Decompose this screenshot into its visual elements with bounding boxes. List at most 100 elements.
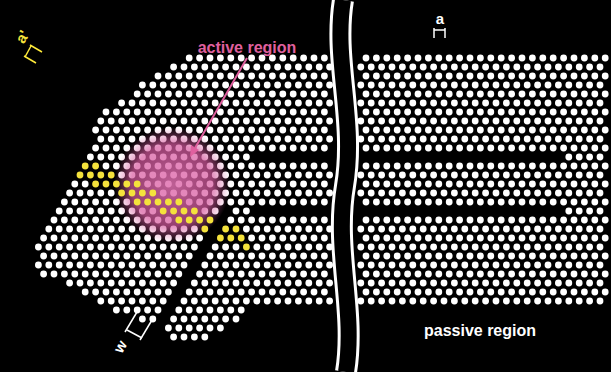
air-hole [425, 199, 432, 206]
air-hole [524, 64, 531, 71]
air-hole [129, 280, 136, 287]
air-hole [248, 163, 255, 170]
air-hole [217, 307, 224, 314]
air-hole [321, 289, 328, 296]
air-hole [446, 91, 453, 98]
air-hole [259, 109, 266, 116]
air-hole [399, 298, 406, 305]
air-hole [409, 172, 416, 179]
air-hole [430, 82, 437, 89]
air-hole [441, 136, 448, 143]
air-hole [56, 208, 63, 215]
air-hole [259, 253, 266, 260]
air-hole [482, 100, 489, 107]
arrow-head [190, 145, 199, 157]
air-hole [97, 208, 104, 215]
air-hole [529, 271, 536, 278]
air-hole [222, 136, 229, 143]
air-hole [295, 100, 302, 107]
air-hole [441, 82, 448, 89]
air-hole [238, 217, 245, 224]
air-hole [222, 298, 229, 305]
air-hole [311, 73, 318, 80]
air-hole [456, 91, 463, 98]
air-hole [430, 100, 437, 107]
air-hole [425, 55, 432, 62]
air-hole [61, 271, 68, 278]
air-hole [92, 199, 99, 206]
air-hole [227, 307, 234, 314]
air-hole [175, 73, 182, 80]
air-hole [565, 172, 572, 179]
air-hole [513, 100, 520, 107]
air-hole [524, 280, 531, 287]
air-hole [191, 244, 198, 251]
air-hole [493, 280, 500, 287]
air-hole [77, 262, 84, 269]
air-hole [602, 181, 609, 188]
air-hole [285, 190, 292, 197]
air-hole [383, 127, 390, 134]
air-hole [597, 82, 604, 89]
air-hole [253, 82, 260, 89]
air-hole [207, 253, 214, 260]
air-hole [576, 154, 583, 161]
air-hole [92, 127, 99, 134]
air-hole [446, 217, 453, 224]
air-hole [555, 172, 562, 179]
air-hole [394, 127, 401, 134]
air-hole [71, 271, 78, 278]
air-hole [134, 127, 141, 134]
air-hole [196, 127, 203, 134]
air-hole [279, 127, 286, 134]
air-hole [181, 208, 188, 215]
air-hole [586, 154, 593, 161]
air-hole [253, 100, 260, 107]
air-hole [534, 298, 541, 305]
air-hole [87, 154, 94, 161]
air-hole [477, 55, 484, 62]
air-hole [108, 172, 115, 179]
air-hole [363, 199, 370, 206]
air-hole [565, 100, 572, 107]
air-hole [467, 91, 474, 98]
air-hole [363, 181, 370, 188]
air-hole [415, 145, 422, 152]
air-hole [383, 73, 390, 80]
air-hole [269, 127, 276, 134]
air-hole [467, 271, 474, 278]
air-hole [482, 262, 489, 269]
air-hole [425, 163, 432, 170]
air-hole [51, 217, 58, 224]
air-hole [383, 163, 390, 170]
air-hole [238, 235, 245, 242]
air-hole [576, 280, 583, 287]
air-hole [441, 280, 448, 287]
air-hole [399, 226, 406, 233]
air-hole [513, 118, 520, 125]
air-hole [482, 226, 489, 233]
air-hole [259, 163, 266, 170]
yellow-holes [77, 163, 250, 251]
air-hole [524, 100, 531, 107]
air-hole [66, 280, 73, 287]
air-hole [555, 82, 562, 89]
air-hole [508, 199, 515, 206]
air-hole [581, 91, 588, 98]
air-hole [279, 91, 286, 98]
air-hole [212, 82, 219, 89]
air-hole [196, 91, 203, 98]
air-hole [477, 91, 484, 98]
air-hole [545, 64, 552, 71]
air-hole [451, 82, 458, 89]
air-hole [472, 226, 479, 233]
air-hole [243, 82, 250, 89]
air-hole [186, 91, 193, 98]
air-hole [321, 163, 328, 170]
air-hole [508, 127, 515, 134]
air-hole [71, 181, 78, 188]
air-hole [207, 91, 214, 98]
air-hole [201, 64, 208, 71]
air-hole [227, 163, 234, 170]
air-hole [435, 109, 442, 116]
